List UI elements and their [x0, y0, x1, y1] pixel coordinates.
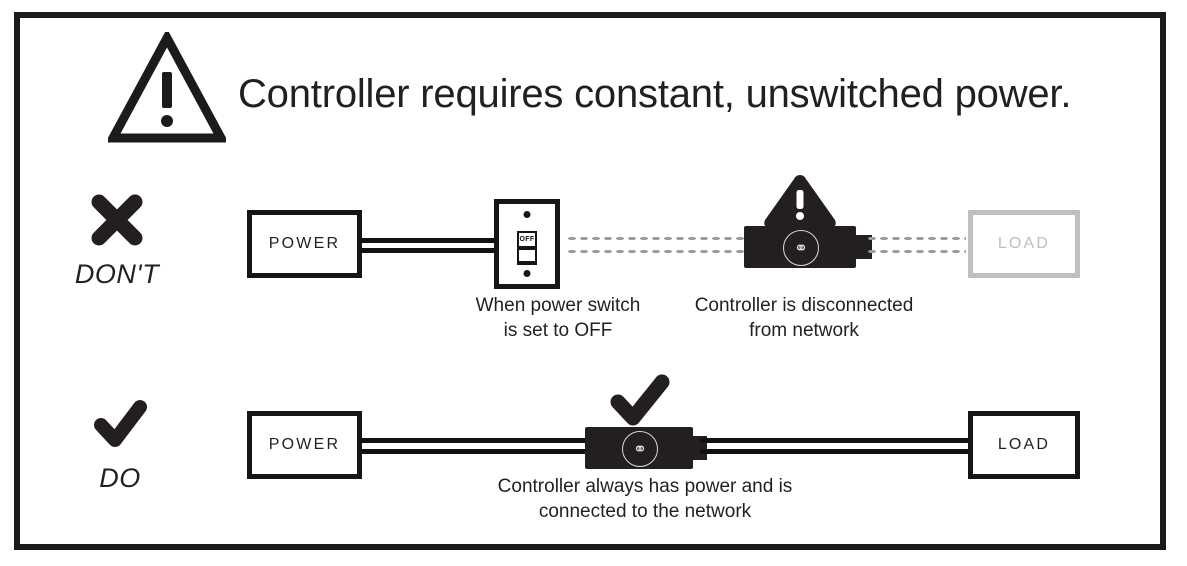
wire-bottom-dont: [361, 248, 495, 253]
power-label: POWER: [268, 436, 341, 453]
switch-off-label: OFF: [519, 233, 535, 246]
alert-triangle-icon: [764, 175, 836, 227]
wire-bottom-do-right: [700, 449, 968, 454]
dont-label: DON'T: [74, 259, 160, 289]
controller-logo-icon: ⚭: [783, 230, 819, 266]
load-label: LOAD: [997, 235, 1051, 252]
wire-top-dont: [361, 238, 495, 243]
power-source-box-do: POWER: [247, 411, 362, 479]
load-box-do: LOAD: [968, 411, 1080, 479]
wire-top-do-left: [361, 438, 589, 443]
do-label: DO: [99, 463, 141, 493]
caption-switch-off: When power switch is set to OFF: [475, 295, 641, 342]
controller-logo-icon: ⚭: [622, 431, 658, 467]
power-label: POWER: [268, 235, 341, 252]
page-title: Controller requires constant, unswitched…: [238, 72, 1072, 116]
switch-screw-bottom: [523, 270, 531, 277]
network-dots-left-dont: [566, 236, 744, 241]
network-dots-right-dont: [866, 236, 966, 241]
switch-rocker: [519, 250, 535, 261]
network-dots-right2-dont: [866, 249, 966, 254]
switch-screw-top: [523, 211, 531, 218]
header: Controller requires constant, unswitched…: [0, 0, 1187, 150]
do-marker: DO: [45, 396, 195, 494]
load-box-dont: LOAD: [968, 210, 1080, 278]
caption-controller-disconnected: Controller is disconnected from network: [694, 295, 914, 342]
check-mark-icon: [94, 400, 147, 447]
x-mark-icon: [91, 194, 143, 246]
wire-bottom-do-left: [361, 449, 589, 454]
check-mark-icon: [610, 374, 670, 426]
network-dots-left2-dont: [566, 249, 744, 254]
load-label: LOAD: [997, 436, 1051, 453]
caption-controller-connected: Controller always has power and is conne…: [497, 476, 793, 523]
power-switch[interactable]: OFF: [494, 199, 560, 289]
power-source-box-dont: POWER: [247, 210, 362, 278]
dont-marker: DON'T: [42, 192, 192, 290]
wire-top-do-right: [700, 438, 968, 443]
switch-toggle[interactable]: OFF: [517, 231, 537, 265]
warning-triangle-icon: [108, 32, 226, 143]
